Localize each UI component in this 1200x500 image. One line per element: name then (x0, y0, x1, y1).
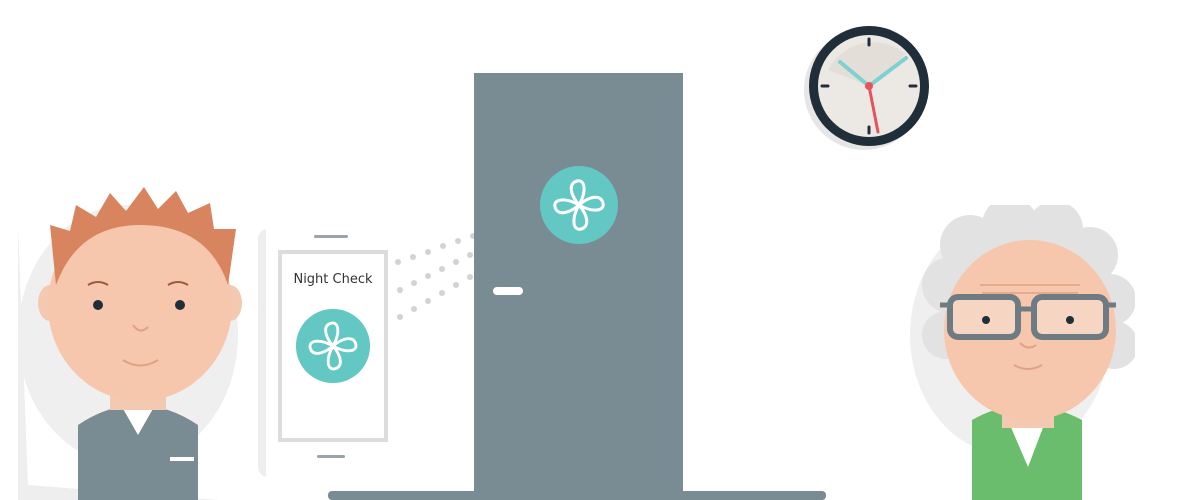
flower-logo-icon (540, 166, 618, 244)
floor-line (328, 491, 826, 500)
phone-speaker (314, 235, 348, 238)
phone-home-button (317, 455, 345, 458)
app-flower-logo-icon[interactable] (295, 308, 371, 384)
phone-screen-title: Night Check (293, 272, 373, 287)
wall-clock-icon (804, 26, 929, 150)
resident-illustration (910, 205, 1135, 500)
door-handle (493, 287, 523, 295)
caregiver-illustration (18, 187, 242, 500)
